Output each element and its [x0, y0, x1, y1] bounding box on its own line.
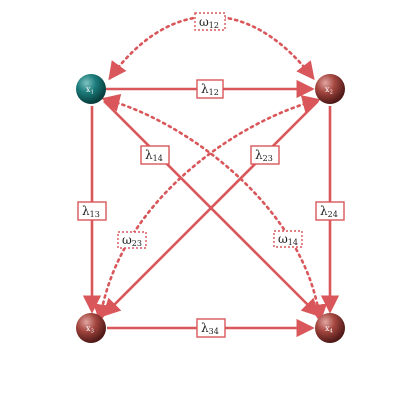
label-l34: λ34	[196, 318, 226, 338]
label-l14: λ14	[140, 145, 170, 165]
node-x4: x4	[315, 313, 345, 343]
label-l23: λ23	[250, 145, 280, 165]
svg-text:λ24: λ24	[320, 204, 338, 219]
label-w23: ω23	[117, 231, 147, 249]
label-l13: λ13	[77, 201, 107, 221]
node-x3: x3	[76, 313, 106, 343]
svg-text:x4: x4	[325, 324, 334, 335]
svg-text:ω23: ω23	[122, 233, 142, 248]
svg-text:λ12: λ12	[201, 82, 219, 97]
label-w12: ω12	[194, 12, 226, 31]
svg-text:λ14: λ14	[145, 148, 163, 163]
svg-text:ω14: ω14	[278, 232, 298, 247]
label-l12: λ12	[196, 79, 224, 99]
node-x1: x1	[76, 74, 106, 104]
svg-text:ω12: ω12	[199, 15, 219, 30]
svg-text:x1: x1	[86, 85, 94, 96]
svg-text:x2: x2	[325, 85, 333, 96]
node-x2: x2	[315, 74, 345, 104]
svg-text:λ34: λ34	[201, 321, 219, 336]
svg-text:x3: x3	[86, 324, 95, 335]
label-w14: ω14	[273, 230, 303, 248]
label-l24: λ24	[315, 201, 345, 221]
edge-w14	[101, 93, 328, 323]
edge-l23	[102, 100, 319, 317]
svg-text:λ23: λ23	[255, 148, 273, 163]
svg-text:λ13: λ13	[82, 204, 100, 219]
